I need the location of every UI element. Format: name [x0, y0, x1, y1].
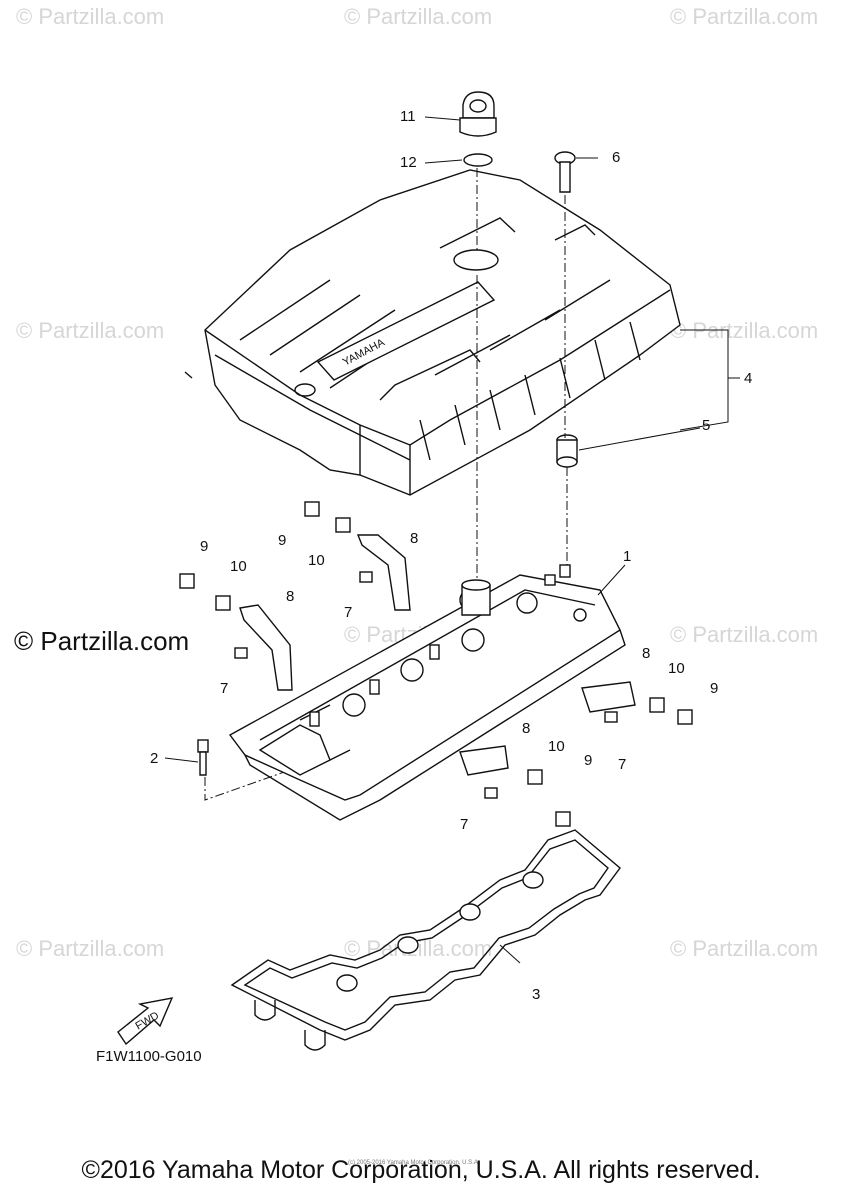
small-copyright: (c) 2005-2016 Yamaha Motor Corporation, … — [348, 1160, 480, 1166]
callout-1: 1 — [623, 548, 632, 565]
callout-8: 8 — [642, 645, 651, 662]
fwd-arrow-icon: FWD — [117, 997, 174, 1046]
callout-2: 2 — [150, 750, 159, 767]
callout-10: 10 — [668, 660, 685, 677]
engine-cover-part[interactable]: YAMAHA — [184, 169, 681, 496]
collar-part[interactable] — [556, 434, 578, 468]
callout-7: 7 — [344, 604, 353, 621]
oil-filler-cap-part[interactable] — [459, 91, 497, 137]
callout-10: 10 — [230, 558, 247, 575]
callout-8: 8 — [410, 530, 419, 547]
callout-7: 7 — [460, 816, 469, 833]
screw-part[interactable] — [554, 151, 576, 193]
fwd-label: FWD — [134, 1010, 162, 1033]
callout-6: 6 — [612, 149, 621, 166]
diagram-code: F1W1100-G010 — [96, 1048, 202, 1065]
valve-cover-part[interactable] — [228, 564, 626, 821]
callout-9: 9 — [584, 752, 593, 769]
watermark: © Partzilla.com — [16, 936, 165, 961]
callout-3: 3 — [532, 986, 541, 1003]
brand-watermark: © Partzilla.com — [14, 626, 190, 656]
bracket-part[interactable] — [239, 534, 636, 776]
callout-7: 7 — [618, 756, 627, 773]
watermark: © Partzilla.com — [670, 936, 819, 961]
callout-10: 10 — [308, 552, 325, 569]
callout-9: 9 — [200, 538, 209, 555]
callout-9: 9 — [710, 680, 719, 697]
callout-7: 7 — [220, 680, 229, 697]
callout-8: 8 — [286, 588, 295, 605]
callout-5: 5 — [702, 417, 711, 434]
watermark: © Partzilla.com — [670, 4, 819, 29]
callout-12: 12 — [400, 154, 417, 171]
callout-9: 9 — [278, 532, 287, 549]
o-ring-part[interactable] — [463, 153, 493, 167]
callout-11: 11 — [400, 108, 416, 125]
bolt-part[interactable] — [179, 501, 693, 827]
callout-10: 10 — [548, 738, 565, 755]
callout-8: 8 — [522, 720, 531, 737]
watermark: © Partzilla.com — [344, 4, 493, 29]
watermark: © Partzilla.com — [16, 4, 165, 29]
watermark: © Partzilla.com — [16, 318, 165, 343]
gasket-part[interactable] — [230, 829, 621, 1051]
watermark: © Partzilla.com — [670, 622, 819, 647]
copyright-footer: ©2016 Yamaha Motor Corporation, U.S.A. A… — [81, 1156, 761, 1184]
callout-4: 4 — [744, 370, 753, 387]
